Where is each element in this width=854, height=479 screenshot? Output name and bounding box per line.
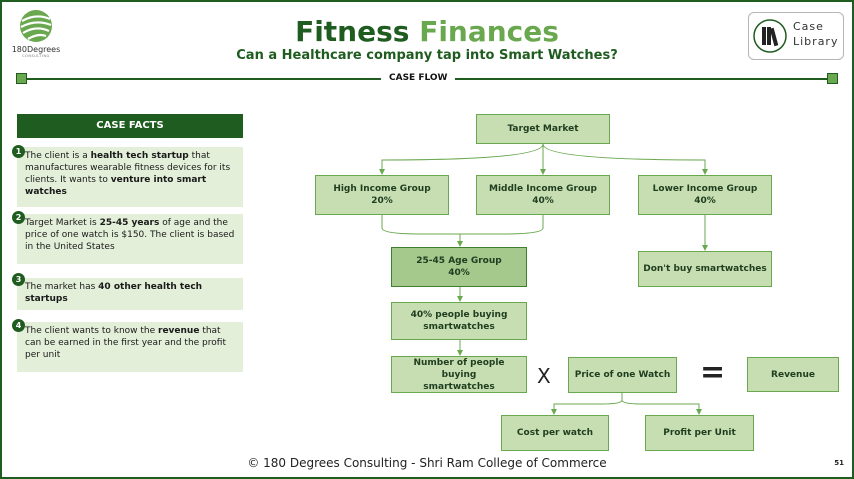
title-part-1: Fitness [295,15,410,48]
case-fact-text-run: The market has [25,282,99,292]
multiply-operator: X [537,364,551,388]
case-fact-text-run: that manufactures wearable fitness devic… [25,151,231,185]
age-group-pct: 40% [448,268,470,278]
connector-middle-to-age [460,214,544,235]
case-fact-emphasis: health tech startup [90,151,189,161]
brand-logo: 180Degrees CONSULTING [8,8,64,70]
books-icon [753,19,787,53]
num-buying-line2: smartwatches [423,381,495,392]
case-fact-number-3: 3 [12,273,25,286]
num-buying-line1: Number of people buying [413,357,505,380]
case-fact-text-run: Target Market is [25,218,100,228]
case-fact-text-run: that can be earned in the first year and… [25,326,226,360]
lower-income-box: Lower Income Group 40% [638,175,772,215]
case-fact-emphasis: 25-45 years [99,218,160,228]
case-fact-1: The client is a health tech startup that… [17,147,243,207]
connector-to-high [379,143,544,175]
case-fact-text-run: The client is a [25,151,91,161]
case-fact-text: The client wants to know the revenue tha… [25,326,226,360]
middle-income-pct: 40% [532,196,554,206]
case-fact-text: The client is a health tech startup that… [25,151,230,197]
high-income-pct: 20% [371,196,393,206]
case-flow-right-marker [827,73,838,84]
middle-income-box: Middle Income Group 40% [476,175,610,215]
case-library-badge: Case Library [748,12,844,60]
globe-icon [20,10,52,42]
connector-high-to-age [381,214,463,247]
case-fact-emphasis: 40 other health tech startups [25,282,203,304]
dont-buy-box: Don't buy smartwatches [638,251,772,287]
connector-to-lower [542,143,708,175]
case-flow-left-marker [16,73,27,84]
case-facts-header: CASE FACTS [17,114,243,138]
pct-buying-line2: smartwatches [423,322,495,332]
page-subtitle: Can a Healthcare company tap into Smart … [236,48,618,63]
profit-per-unit-box: Profit per Unit [645,415,754,451]
case-fact-text: Target Market is 25-45 years of age and … [25,218,234,252]
case-fact-text-run: The client wants to know the [25,326,159,336]
page-title: Fitness Finances [2,16,852,48]
case-fact-number-1: 1 [12,145,25,158]
lower-income-label: Lower Income Group [652,184,758,194]
case-library-line1: Case [793,20,824,33]
connector-price-to-cost [551,393,623,415]
revenue-box: Revenue [747,357,839,392]
brand-sub: CONSULTING [22,54,50,58]
price-box: Price of one Watch [568,357,677,393]
case-fact-3: The market has 40 other health tech star… [17,278,243,310]
case-fact-emphasis: revenue [158,326,200,336]
title-part-2: Finances [419,15,559,48]
case-fact-2: Target Market is 25-45 years of age and … [17,214,243,264]
middle-income-label: Middle Income Group [489,184,597,194]
footer-copyright: © 180 Degrees Consulting - Shri Ram Coll… [247,456,607,470]
case-fact-number-2: 2 [12,211,25,224]
age-group-label: 25-45 Age Group [416,256,502,266]
case-library-text: Case Library [793,19,838,49]
case-fact-number-4: 4 [12,319,25,332]
case-fact-text: The market has 40 other health tech star… [25,282,202,304]
connector-price-to-profit [621,393,702,415]
lower-income-pct: 40% [694,196,716,206]
case-library-line2: Library [793,35,839,48]
case-fact-4: The client wants to know the revenue tha… [17,322,243,372]
high-income-label: High Income Group [333,184,431,194]
cost-per-watch-box: Cost per watch [501,415,609,451]
case-fact-emphasis: venture into smart watches [25,175,207,197]
case-fact-text-run: of age and the price of one watch is $15… [25,218,235,252]
equals-operator: = [700,355,726,390]
num-buying-box: Number of people buying smartwatches [391,356,527,393]
high-income-box: High Income Group 20% [315,175,449,215]
pct-buying-line1: 40% people buying [410,310,508,320]
target-market-box: Target Market [476,114,610,144]
brand-name: 180Degrees [11,45,61,54]
case-flow-label: CASE FLOW [381,71,456,85]
pct-buying-box: 40% people buying smartwatches [391,302,527,340]
age-group-box: 25-45 Age Group 40% [391,247,527,287]
page-number: 51 [834,459,844,467]
